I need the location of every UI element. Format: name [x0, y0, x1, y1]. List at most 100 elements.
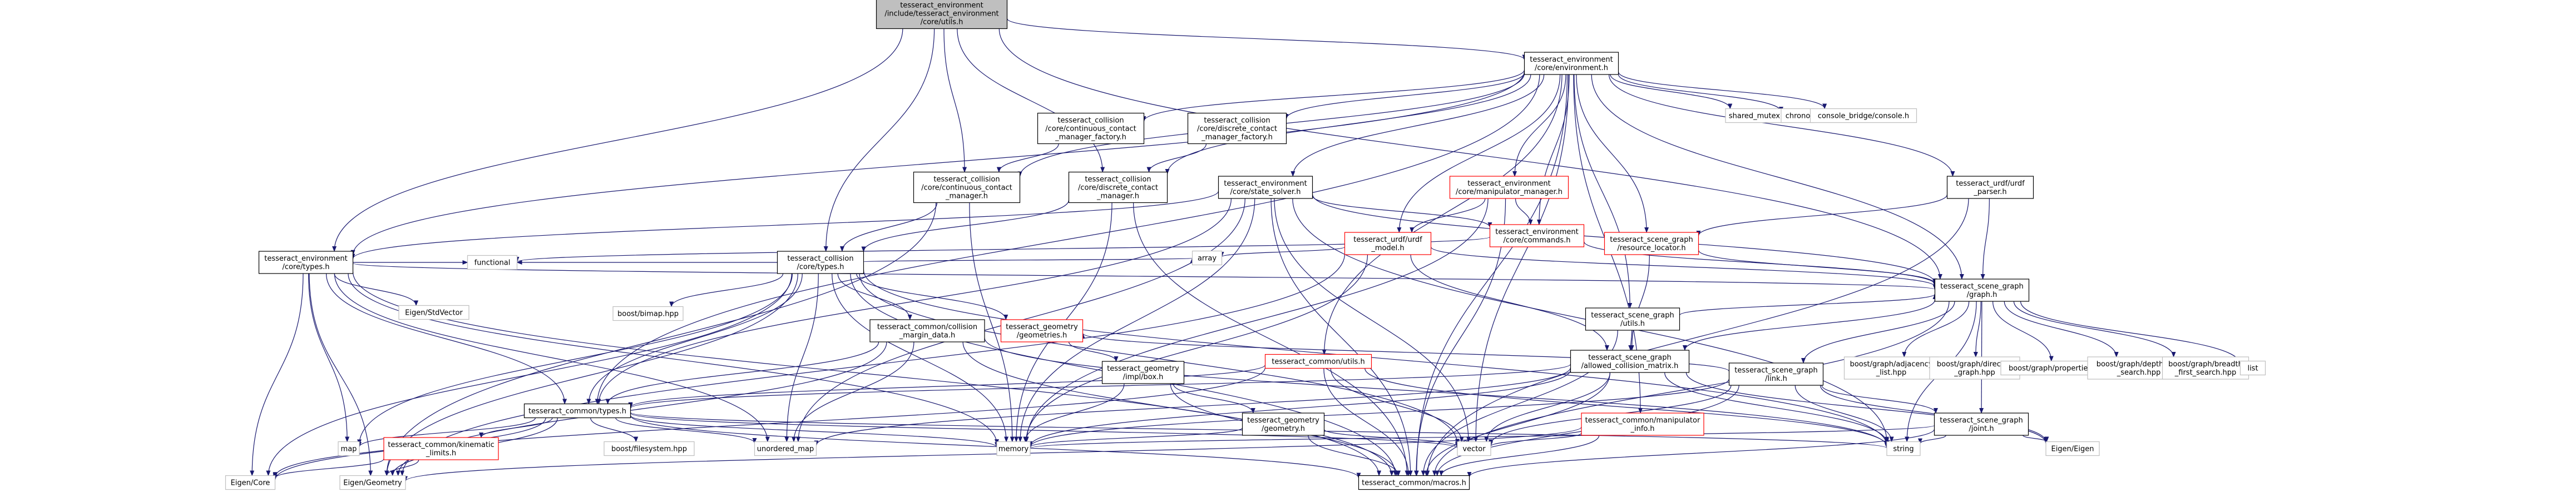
edge-urdf-model-to-eigen-geom	[400, 254, 1346, 476]
node-kin-limits[interactable]: tesseract_common/kinematic_limits.h	[383, 437, 499, 460]
node-manip-info[interactable]: tesseract_common/manipulator_info.h	[1581, 413, 1704, 436]
edge-geom-to-memory	[1028, 428, 1243, 448]
node-urdf-model[interactable]: tesseract_urdf/urdf_model.h	[1344, 232, 1432, 255]
edge-env-to-graph	[1591, 74, 1964, 280]
edge-coll-types-to-map	[357, 273, 793, 445]
edge	[1410, 254, 1609, 351]
node-geom[interactable]: tesseract_geometry/geometry.h	[1242, 413, 1325, 436]
node-sg-joint[interactable]: tesseract_scene_graph/joint.h	[1934, 413, 2029, 436]
node-types-env[interactable]: tesseract_environment/core/types.h	[258, 251, 354, 274]
node-array: array	[1191, 250, 1223, 266]
node-label: memory	[998, 445, 1029, 454]
edge-types-env-to-graph	[352, 262, 1937, 290]
node-box	[398, 305, 469, 320]
node-acm[interactable]: tesseract_scene_graph/allowed_collision_…	[1570, 350, 1690, 373]
node-label: _graph.hpp	[1954, 369, 1995, 377]
node-graph[interactable]: tesseract_scene_graph/graph.h	[1934, 279, 2030, 302]
node-memory: memory	[996, 441, 1031, 456]
edge-common-types-to-macros	[630, 415, 1361, 479]
node-label: /core/continuous_contact	[1045, 125, 1136, 133]
node-label: /core/types.h	[797, 263, 844, 271]
node-sg-utils[interactable]: tesseract_scene_graph/utils.h	[1585, 307, 1680, 331]
node-label: Eigen/Core	[231, 479, 270, 488]
edge	[1274, 198, 1471, 443]
node-root[interactable]: tesseract_environment/include/tesseract_…	[876, 0, 1008, 29]
node-res-loc[interactable]: tesseract_scene_graph/resource_locator.h	[1604, 232, 1699, 255]
edge-urdf-parser-to-graph	[1980, 198, 1990, 280]
node-state-solver[interactable]: tesseract_environment/core/state_solver.…	[1218, 176, 1313, 199]
node-commands[interactable]: tesseract_environment/core/commands.h	[1489, 224, 1585, 247]
node-margin[interactable]: tesseract_common/collision_margin_data.h	[869, 319, 985, 342]
node-label: /core/types.h	[282, 263, 329, 271]
edge-sg-joint-to-macros	[1467, 429, 1935, 478]
node-box	[258, 251, 354, 274]
node-shared-mutex: shared_mutex	[1725, 108, 1784, 123]
node-label: /core/discrete_contact	[1078, 184, 1158, 192]
node-label: tesseract_scene_graph	[1591, 311, 1674, 320]
edge	[630, 415, 1361, 479]
node-box	[1843, 356, 1939, 380]
node-cont-fac[interactable]: tesseract_collision/core/continuous_cont…	[1037, 112, 1145, 145]
node-impl-box[interactable]: tesseract_geometry/impl/box.h	[1101, 361, 1185, 384]
node-cont-mgr[interactable]: tesseract_collision/core/continuous_cont…	[913, 171, 1021, 203]
node-box	[1604, 232, 1699, 255]
node-urdf-parser[interactable]: tesseract_urdf/urdf_parser.h	[1946, 176, 2034, 199]
node-label: map	[341, 445, 357, 454]
edge	[1270, 198, 1413, 476]
edge-env-to-chrono	[1618, 74, 1783, 113]
node-box	[996, 441, 1031, 456]
edge-disc-mgr-to-coll-types	[861, 200, 1070, 252]
node-box	[339, 475, 406, 490]
node-label: /core/state_solver.h	[1230, 188, 1301, 196]
node-common-types[interactable]: tesseract_common/types.h	[523, 403, 631, 419]
edge-manip-info-to-macros	[1439, 435, 1600, 476]
edge	[1992, 301, 2054, 362]
node-label: _limits.h	[426, 449, 456, 458]
edge	[2013, 301, 2176, 357]
edge	[1028, 425, 1935, 449]
node-coll-types[interactable]: tesseract_collision/core/types.h	[777, 251, 864, 274]
edge-graph-to-properties	[1992, 301, 2054, 362]
node-console: console_bridge/console.h	[1809, 108, 1917, 123]
edge	[1439, 435, 1600, 476]
node-label: /include/tesseract_environment	[884, 10, 998, 18]
node-geometries[interactable]: tesseract_geometry/geometries.h	[1000, 319, 1084, 342]
edge-root-to-graph	[998, 28, 1942, 280]
edge-acm-to-umap	[814, 367, 1571, 446]
edge	[1308, 435, 1401, 476]
node-label: _manager.h	[945, 192, 988, 201]
node-label: tesseract_scene_graph	[1588, 354, 1671, 362]
node-sg-link[interactable]: tesseract_scene_graph/link.h	[1728, 362, 1824, 386]
node-label: tesseract_geometry	[1247, 416, 1319, 425]
edge	[1629, 254, 1650, 351]
edge	[2020, 301, 2243, 365]
edge-types-env-to-eigen-core	[250, 273, 304, 476]
edge	[2022, 435, 2049, 443]
edge-root-to-cont-mgr	[943, 28, 967, 173]
edge	[1819, 385, 2048, 443]
edge-graph-to-list	[2020, 301, 2243, 365]
node-label: console_bridge/console.h	[1818, 112, 1909, 121]
edge-env-to-vector	[1474, 74, 1569, 443]
edge	[814, 367, 1571, 446]
node-env[interactable]: tesseract_environment/core/environment.h	[1524, 52, 1619, 75]
node-label: tesseract_scene_graph	[1734, 366, 1817, 375]
node-disc-mgr[interactable]: tesseract_collision/core/discrete_contac…	[1068, 171, 1168, 203]
node-filesystem: boost/filesystem.hpp	[604, 441, 695, 456]
node-label: /allowed_collision_matrix.h	[1581, 362, 1679, 370]
node-chrono: chrono	[1781, 108, 1815, 123]
edge-disc-fac-to-disc-mgr	[1146, 143, 1207, 173]
node-macros[interactable]: tesseract_common/macros.h	[1358, 475, 1470, 490]
node-box	[2162, 356, 2249, 380]
edge	[1512, 74, 1566, 177]
node-disc-fac[interactable]: tesseract_collision/core/discrete_contac…	[1187, 112, 1287, 145]
node-manip-mgr[interactable]: tesseract_environment/core/manipulator_m…	[1449, 176, 1569, 199]
edge	[1537, 74, 1570, 225]
node-label: tesseract_common/macros.h	[1362, 479, 1466, 488]
edge	[943, 28, 967, 173]
edge-sg-joint-to-string	[1918, 435, 1946, 444]
node-box	[754, 441, 817, 456]
edge-cont-mgr-to-eigen-geom	[384, 202, 937, 476]
node-common-utils[interactable]: tesseract_common/utils.h	[1264, 354, 1372, 369]
node-label: tesseract_collision	[933, 176, 1000, 184]
